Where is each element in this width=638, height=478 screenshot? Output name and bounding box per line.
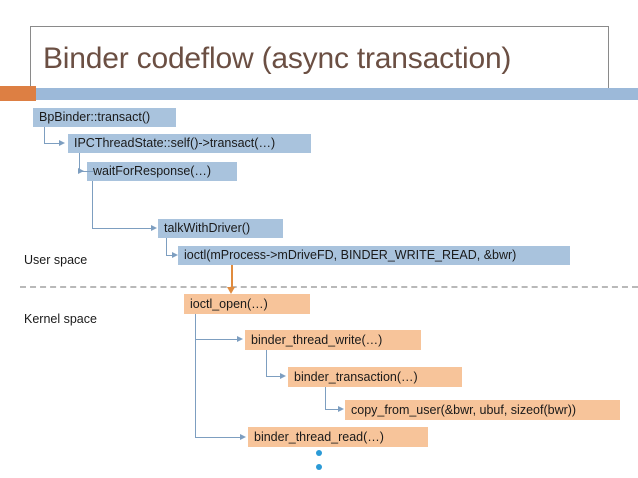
connector-ipcthreadstate-to-waitforresponse-horizontal [79, 171, 94, 172]
connector-talkwithdriver-to-ioctl-horizontal [166, 255, 174, 256]
call-box-talk-with-driver[interactable]: talkWithDriver() [158, 219, 283, 238]
call-box-wait-for-response[interactable]: waitForResponse(…) [87, 162, 237, 181]
connector-talkwithdriver-to-ioctl-vertical [166, 238, 167, 255]
connector-bindertransaction-to-copyfromuser-horizontal [325, 409, 339, 410]
connector-waitforresponse-to-talkwithdriver-vertical [92, 181, 93, 228]
call-box-ipcthreadstate-transact[interactable]: IPCThreadState::self()->transact(…) [68, 134, 311, 153]
connector-bpbinder-to-ipcthreadstate-vertical [44, 127, 45, 144]
connector-ioctl-to-ioctlopen-vertical [231, 265, 233, 289]
user-kernel-boundary-divider [20, 286, 638, 288]
kernel-space-label: Kernel space [24, 312, 97, 326]
connector-ioctlopen-to-binderthreadwrite-horizontal [195, 339, 238, 340]
user-space-label: User space [24, 253, 88, 267]
call-box-ioctl[interactable]: ioctl(mProcess->mDriveFD, BINDER_WRITE_R… [178, 246, 570, 265]
connector-waitforresponse-to-talkwithdriver-horizontal [92, 228, 152, 229]
call-box-bpbinder-transact[interactable]: BpBinder::transact() [33, 108, 176, 127]
call-box-binder-thread-write[interactable]: binder_thread_write(…) [245, 330, 421, 350]
arrow-right-icon-copyfromuser [338, 406, 344, 412]
connector-binderthreadwrite-to-bindertransaction-horizontal [266, 376, 281, 377]
connector-ipcthreadstate-to-waitforresponse-vertical [79, 153, 80, 171]
arrow-right-icon-ioctl [172, 252, 178, 258]
call-box-binder-thread-read[interactable]: binder_thread_read(…) [248, 427, 428, 447]
arrow-right-icon-ipcthreadstate [59, 140, 65, 146]
connector-binderthreadwrite-to-bindertransaction-vertical [266, 350, 267, 376]
continuation-dot-2 [316, 464, 322, 470]
title-underline-band [36, 88, 638, 100]
call-box-binder-transaction[interactable]: binder_transaction(…) [288, 367, 462, 387]
arrow-right-icon-talkwithdriver [151, 225, 157, 231]
connector-bindertransaction-to-copyfromuser-vertical [325, 387, 326, 410]
arrow-right-icon-waitforresponse [78, 168, 84, 174]
page-title: Binder codeflow (async transaction) [43, 42, 512, 75]
continuation-dot-1 [316, 450, 322, 456]
connector-bpbinder-to-ipcthreadstate-horizontal [44, 143, 60, 144]
connector-ioctlopen-to-binderthreadread-horizontal [195, 437, 241, 438]
arrow-right-icon-binderthreadread [240, 434, 246, 440]
title-accent-block [0, 86, 36, 101]
arrow-right-icon-bindertransaction [280, 373, 286, 379]
arrow-right-icon-binderthreadwrite [237, 336, 243, 342]
connector-ioctlopen-to-binderthreadread-vertical [195, 314, 196, 437]
arrow-down-icon-kernel-boundary [227, 287, 235, 294]
call-box-copy-from-user[interactable]: copy_from_user(&bwr, ubuf, sizeof(bwr)) [345, 400, 620, 420]
call-box-ioctl-open[interactable]: ioctl_open(…) [184, 294, 310, 314]
slide-title-box: Binder codeflow (async transaction) [30, 26, 609, 92]
